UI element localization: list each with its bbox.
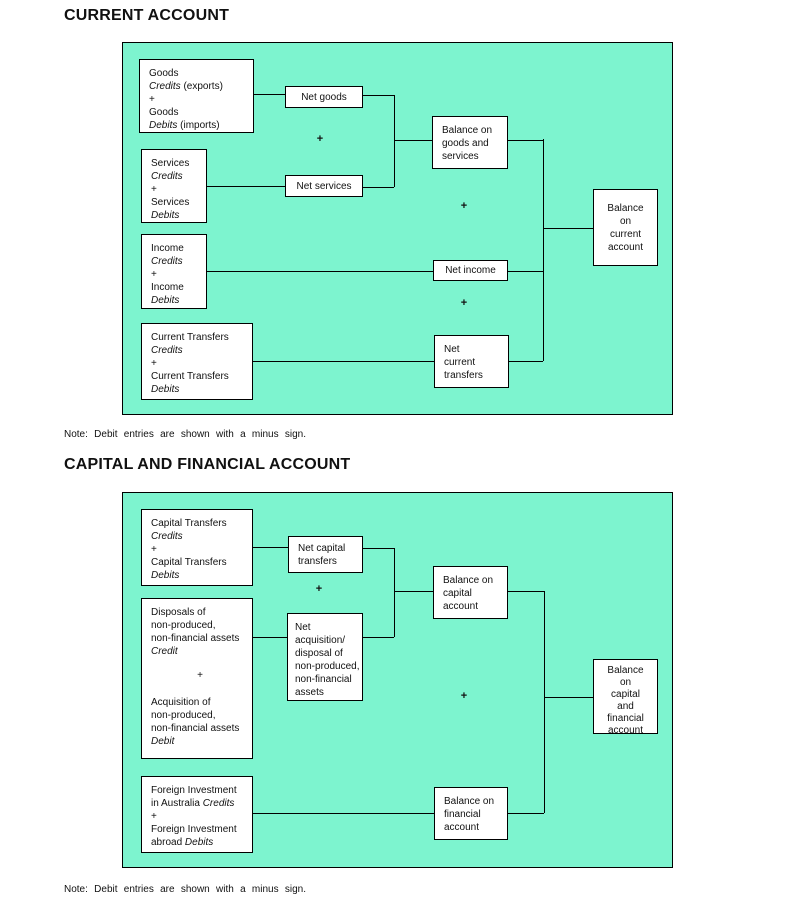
connector-line <box>254 94 285 95</box>
connector-line <box>253 637 287 638</box>
plus-sign: + <box>316 133 324 145</box>
section2-title: CAPITAL AND FINANCIAL ACCOUNT <box>64 456 351 473</box>
connector-line <box>543 228 593 229</box>
connector-line <box>363 548 394 549</box>
plus-sign: + <box>315 583 323 595</box>
connector-line <box>394 140 432 141</box>
plus-sign: + <box>460 200 468 212</box>
connector-line <box>207 186 285 187</box>
net-services-box: Net services <box>285 175 363 197</box>
connector-line <box>394 95 395 187</box>
connector-line <box>253 813 434 814</box>
connector-line <box>363 187 394 188</box>
connector-line <box>544 591 545 813</box>
net-income-box: Net income <box>433 260 508 281</box>
connector-line <box>253 547 288 548</box>
connector-line <box>394 591 433 592</box>
connector-line <box>363 637 394 638</box>
connector-line <box>508 140 543 141</box>
connector-line <box>207 271 433 272</box>
connector-line <box>508 591 544 592</box>
connector-line <box>508 813 544 814</box>
section2-note: Note: Debit entries are shown with a min… <box>64 884 306 895</box>
plus-sign: + <box>460 297 468 309</box>
section1-title: CURRENT ACCOUNT <box>64 7 230 24</box>
section1-note: Note: Debit entries are shown with a min… <box>64 429 306 440</box>
net-goods-box: Net goods <box>285 86 363 108</box>
connector-line <box>543 139 544 361</box>
connector-line <box>544 697 593 698</box>
connector-line <box>509 361 543 362</box>
plus-sign: + <box>460 690 468 702</box>
connector-line <box>363 95 394 96</box>
connector-line <box>508 271 543 272</box>
connector-line <box>394 548 395 637</box>
connector-line <box>253 361 434 362</box>
